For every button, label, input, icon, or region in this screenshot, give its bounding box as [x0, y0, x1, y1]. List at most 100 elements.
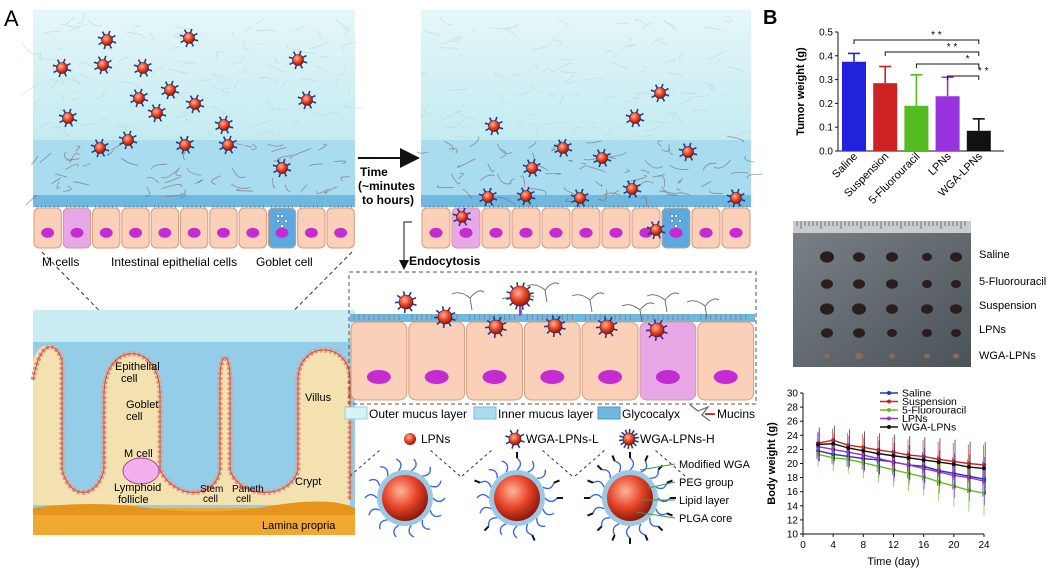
- mucin-fiber: [93, 90, 105, 101]
- mucin-fiber: [338, 128, 344, 132]
- wga-ligand: [219, 146, 224, 151]
- particle-callouts: [635, 463, 676, 519]
- tumor-specimen: [922, 329, 932, 337]
- peg-chain: [629, 457, 635, 471]
- zoom-mucin: [621, 302, 655, 323]
- peg-chain: [592, 506, 605, 514]
- line-x-tick-label: 16: [918, 540, 930, 551]
- label-villus: Villus: [305, 392, 332, 404]
- zoom-nucleus: [366, 370, 391, 384]
- wga-ligand: [659, 319, 663, 325]
- line-legend-label: WGA-LPNs: [902, 422, 956, 434]
- nanoparticle: [622, 179, 642, 199]
- wga-ligand: [558, 331, 562, 336]
- zoom-mucin: [451, 290, 485, 311]
- mucin-fiber: [603, 192, 621, 196]
- wga-ligand: [463, 221, 468, 226]
- wga-ligand: [228, 119, 233, 124]
- mucin-fiber: [451, 35, 461, 43]
- mucin-fiber: [688, 95, 711, 101]
- bar-y-tick-label: 0.4: [819, 51, 833, 62]
- line-x-tick-label: 24: [978, 540, 990, 551]
- bar-y-tick-label: 0.2: [819, 99, 833, 110]
- mucin-fiber: [343, 102, 364, 109]
- wga-ligand: [559, 153, 563, 158]
- wga-ligand: [571, 199, 576, 204]
- wga-arrow: [657, 525, 664, 532]
- mucin-fiber: [21, 43, 42, 56]
- mucin-fiber: [744, 155, 755, 163]
- wga-ligand: [632, 442, 637, 447]
- mucin-fiber: [81, 123, 98, 126]
- nucleus: [429, 227, 443, 238]
- wga-ligand: [299, 64, 304, 69]
- wga-ligand: [741, 198, 746, 202]
- bar-y-axis-label: Tumor weight (g): [795, 47, 807, 136]
- mucin-fiber: [558, 94, 565, 106]
- mucin-fiber: [70, 97, 79, 102]
- photo-row-lpns: LPNs: [979, 324, 1006, 336]
- wga-ligand: [453, 218, 458, 223]
- wga-ligand: [684, 157, 688, 162]
- mucin-fiber: [710, 84, 714, 93]
- mucin-fiber: [586, 165, 606, 173]
- wga-ligand: [228, 135, 232, 140]
- line-x-tick-label: 8: [861, 540, 867, 551]
- mucin-fiber: [210, 73, 223, 82]
- wga-ligand: [104, 69, 109, 74]
- wga-arrow: [483, 525, 490, 532]
- mucin-fiber: [308, 40, 328, 50]
- mucin-fiber: [346, 85, 350, 94]
- wga-ligand: [660, 224, 665, 229]
- particle-core: [599, 319, 615, 335]
- nucleus: [41, 227, 55, 238]
- mucin-fiber: [604, 95, 617, 102]
- mucin-fiber: [30, 155, 39, 166]
- wga-ligand: [563, 138, 567, 143]
- particle-core: [626, 183, 638, 195]
- particle-core: [650, 224, 662, 236]
- peg-chain: [536, 469, 547, 479]
- peg-chain: [542, 482, 555, 490]
- mucin-fiber: [65, 163, 79, 170]
- label-m-cell: M cell: [124, 448, 153, 460]
- wga-ligand: [161, 91, 166, 96]
- wga-ligand: [101, 152, 106, 157]
- peg-chain: [421, 519, 430, 530]
- peg-chain: [600, 517, 611, 527]
- mucin-fiber: [243, 65, 249, 74]
- mucin-fiber: [665, 136, 673, 141]
- wga-ligand: [90, 144, 95, 148]
- wga-arrow: [644, 455, 649, 462]
- panel-label-a: A: [4, 6, 19, 31]
- tumor-specimen: [922, 280, 932, 288]
- mucin-fiber: [182, 150, 187, 161]
- nanoparticle: [118, 130, 138, 150]
- zoom-nucleus: [598, 370, 623, 384]
- wga-ligand: [412, 303, 417, 307]
- wga-ligand: [567, 142, 572, 147]
- wga-ligand: [311, 94, 316, 99]
- peg-chain: [422, 466, 431, 477]
- mucin-fiber: [341, 42, 357, 53]
- particle-core: [398, 294, 414, 310]
- mucin-fiber: [704, 26, 722, 31]
- mucin-fiber: [563, 186, 576, 195]
- wga-ligand: [604, 333, 607, 339]
- tumor-specimen: [951, 329, 961, 337]
- wga-ligand: [602, 148, 606, 153]
- mucin-fiber: [40, 121, 52, 131]
- significance-bracket: [915, 63, 980, 68]
- mucin-fiber: [182, 62, 189, 66]
- tumor-specimen: [853, 252, 865, 262]
- wga-ligand: [526, 186, 530, 191]
- mucin-fiber: [243, 26, 252, 34]
- mucin-fiber: [269, 134, 281, 143]
- peg-chain: [592, 480, 605, 488]
- wga-ligand: [144, 72, 149, 77]
- mucin-fiber: [48, 125, 66, 129]
- peg-chain: [536, 517, 546, 528]
- wga-ligand: [124, 145, 128, 150]
- wga-ligand: [58, 73, 62, 78]
- wga-ligand: [509, 429, 513, 435]
